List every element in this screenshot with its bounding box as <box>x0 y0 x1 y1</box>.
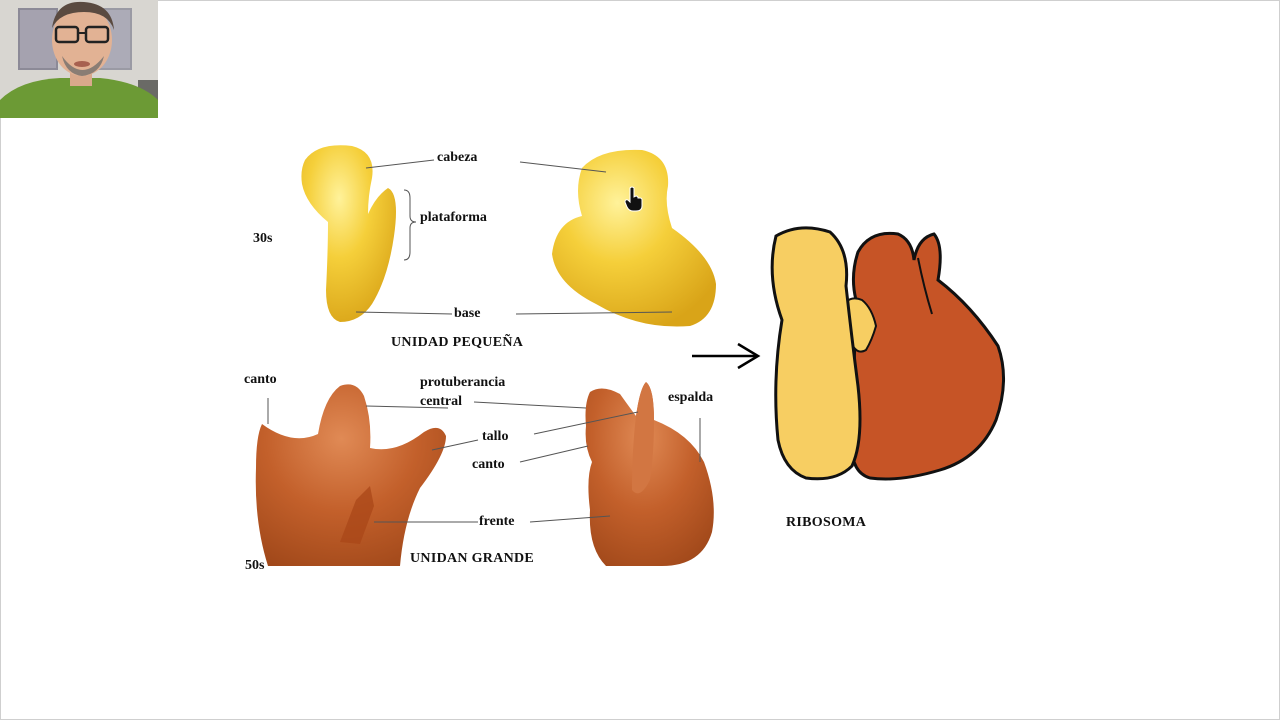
caption-unidad-pequena: UNIDAD PEQUEÑA <box>391 335 524 350</box>
presenter-webcam <box>0 0 158 118</box>
small-subunit-side-view <box>301 145 396 322</box>
hand-pointer-icon <box>624 186 643 212</box>
small-subunit-front-view <box>552 149 716 327</box>
label-50s: 50s <box>245 558 265 573</box>
arrow-right-icon <box>692 342 761 370</box>
caption-unidan-grande: UNIDAN GRANDE <box>410 551 535 566</box>
presenter-portrait <box>0 0 158 118</box>
label-espalda: espalda <box>668 390 714 405</box>
label-plataforma: plataforma <box>420 210 487 225</box>
label-canto-left: canto <box>244 372 277 387</box>
ribosome-large-part <box>850 231 1006 481</box>
large-subunit-side-view <box>255 384 446 566</box>
label-central: central <box>420 394 462 409</box>
caption-ribosoma: RIBOSOMA <box>786 515 867 530</box>
ribosome-small-part <box>770 226 862 481</box>
label-protuberancia: protuberancia <box>420 375 506 390</box>
label-frente: frente <box>479 514 515 529</box>
label-cabeza: cabeza <box>437 150 478 165</box>
label-base: base <box>454 306 481 321</box>
label-canto-mid: canto <box>472 457 505 472</box>
label-tallo: tallo <box>482 429 509 444</box>
label-30s: 30s <box>253 231 273 246</box>
